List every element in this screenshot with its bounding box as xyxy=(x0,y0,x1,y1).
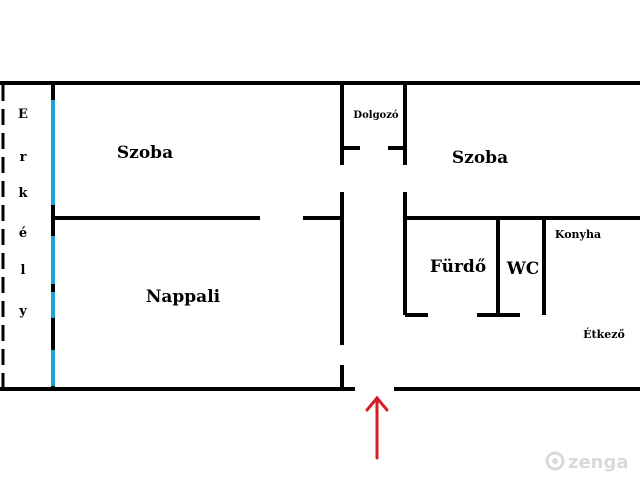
watermark: zenga xyxy=(545,451,629,473)
walls xyxy=(51,81,640,391)
room-label-nappali: Nappali xyxy=(146,287,221,307)
room-label-szoba-right: Szoba xyxy=(452,148,508,168)
room-label-szoba-left: Szoba xyxy=(117,143,173,163)
balcony-letter-r: r xyxy=(20,150,27,165)
balcony-letter-e-acute: é xyxy=(19,226,27,241)
watermark-text: zenga xyxy=(568,452,629,473)
zenga-logo-icon xyxy=(545,451,565,471)
room-label-wc: WC xyxy=(506,259,540,279)
entrance-arrow-icon xyxy=(365,395,389,460)
balcony-letter-y: y xyxy=(18,304,27,319)
room-labels: Szoba Nappali Dolgozó Szoba Fürdő WC Kon… xyxy=(117,110,625,341)
balcony-label: E r k é l y xyxy=(18,107,28,319)
balcony-letter-e: E xyxy=(18,107,28,122)
balcony-letter-k: k xyxy=(18,186,28,201)
balcony-letter-l: l xyxy=(21,263,26,278)
room-label-konyha: Konyha xyxy=(555,228,601,241)
room-label-etkezo: Étkező xyxy=(583,327,625,341)
balcony xyxy=(0,81,55,391)
room-label-furdo: Fürdő xyxy=(430,257,486,277)
room-label-dolgozo: Dolgozó xyxy=(353,110,398,121)
